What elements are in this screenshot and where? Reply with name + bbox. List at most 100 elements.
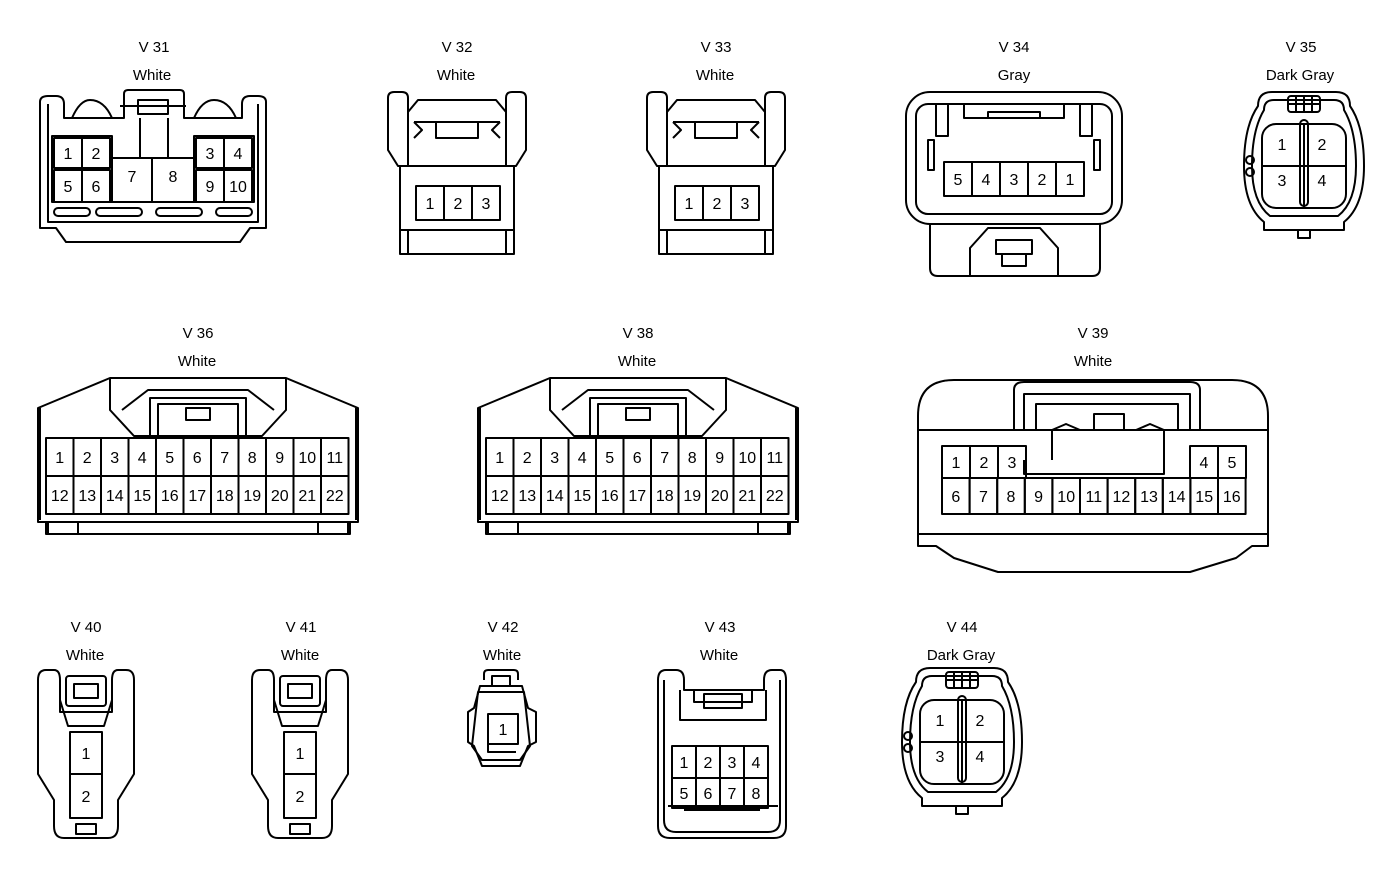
pin-label: 2 bbox=[1038, 172, 1047, 189]
pin-cell bbox=[223, 137, 253, 169]
pin-cell bbox=[1217, 477, 1247, 515]
pin-label: 2 bbox=[713, 196, 722, 213]
connector-id-label: V 36 bbox=[182, 325, 214, 342]
connector-color-label: White bbox=[617, 353, 657, 370]
pin-label: 4 bbox=[1318, 173, 1327, 190]
pin-label: 10 bbox=[1057, 489, 1075, 506]
pin-label: 1 bbox=[952, 455, 961, 472]
pin-label: 9 bbox=[275, 450, 284, 467]
pin-label: 1 bbox=[64, 146, 73, 163]
pin-label: 2 bbox=[523, 450, 532, 467]
pin-label: 3 bbox=[110, 450, 119, 467]
pin-label: 8 bbox=[248, 450, 257, 467]
pin-label: 4 bbox=[982, 172, 991, 189]
pin-label: 6 bbox=[951, 489, 960, 506]
connector-v43 bbox=[657, 669, 787, 839]
pin-label: 11 bbox=[1085, 489, 1102, 506]
pin-label: 16 bbox=[601, 488, 619, 505]
pin-label: 6 bbox=[193, 450, 202, 467]
connector-color-label: White bbox=[177, 353, 217, 370]
pin-label: 6 bbox=[704, 786, 713, 803]
pin-label: 15 bbox=[133, 488, 151, 505]
connector-color-label: White bbox=[699, 647, 739, 664]
pin-label: 21 bbox=[298, 488, 316, 505]
pin-label: 5 bbox=[680, 786, 689, 803]
pin-label: 9 bbox=[206, 179, 215, 196]
pin-label: 3 bbox=[206, 146, 215, 163]
connector-id-label: V 32 bbox=[441, 39, 473, 56]
connector-id-label: V 34 bbox=[998, 39, 1030, 56]
pin-cell bbox=[730, 185, 760, 221]
connector-v31 bbox=[39, 89, 267, 243]
pin-label: 13 bbox=[1140, 489, 1158, 506]
pin-cell bbox=[81, 137, 111, 169]
connector-v42 bbox=[467, 669, 537, 767]
pin-label: 3 bbox=[1278, 173, 1287, 190]
pin-cell bbox=[151, 157, 195, 203]
connector-color-label: Dark Gray bbox=[1265, 67, 1335, 84]
pin-label: 1 bbox=[296, 746, 305, 763]
connector-id-label: V 31 bbox=[138, 39, 170, 56]
connector-v32 bbox=[387, 91, 527, 255]
pin-cell bbox=[223, 169, 253, 203]
pin-label: 12 bbox=[491, 488, 509, 505]
pin-cell bbox=[283, 773, 317, 819]
pin-label: 4 bbox=[752, 755, 761, 772]
pin-label: 1 bbox=[82, 746, 91, 763]
pin-label: 9 bbox=[715, 450, 724, 467]
pin-label: 2 bbox=[82, 789, 91, 806]
pin-label: 7 bbox=[728, 786, 737, 803]
pin-label: 10 bbox=[738, 450, 756, 467]
pin-label: 12 bbox=[1113, 489, 1131, 506]
connector-v35 bbox=[1243, 91, 1365, 239]
connector-color-label: White bbox=[65, 647, 105, 664]
pin-label: 18 bbox=[216, 488, 234, 505]
pin-label: 15 bbox=[573, 488, 591, 505]
pin-label: 15 bbox=[1195, 489, 1213, 506]
connector-color-label: White bbox=[1073, 353, 1113, 370]
pin-cell bbox=[487, 713, 519, 745]
connector-id-label: V 41 bbox=[285, 619, 317, 636]
pin-label: 4 bbox=[976, 749, 985, 766]
pin-cell bbox=[760, 475, 790, 515]
pin-cell bbox=[320, 475, 350, 515]
pin-label: 2 bbox=[83, 450, 92, 467]
connector-v41 bbox=[251, 669, 349, 839]
connector-color-label: White bbox=[695, 67, 735, 84]
pin-label: 12 bbox=[51, 488, 69, 505]
pin-cell bbox=[1055, 161, 1085, 197]
pin-label: 1 bbox=[426, 196, 435, 213]
connector-id-label: V 44 bbox=[946, 619, 978, 636]
pin-label: 13 bbox=[78, 488, 96, 505]
pin-label: 3 bbox=[936, 749, 945, 766]
connector-color-label: White bbox=[482, 647, 522, 664]
pin-label: 17 bbox=[188, 488, 206, 505]
pin-label: 5 bbox=[605, 450, 614, 467]
pin-label: 10 bbox=[229, 179, 247, 196]
pin-label: 3 bbox=[550, 450, 559, 467]
pin-label: 8 bbox=[1007, 489, 1016, 506]
connector-id-label: V 42 bbox=[487, 619, 519, 636]
connector-v39 bbox=[917, 379, 1269, 573]
pin-label: 8 bbox=[752, 786, 761, 803]
connector-id-label: V 33 bbox=[700, 39, 732, 56]
connector-v34 bbox=[905, 91, 1123, 277]
pin-label: 11 bbox=[766, 450, 783, 467]
pin-label: 22 bbox=[326, 488, 344, 505]
pin-label: 2 bbox=[92, 146, 101, 163]
pin-label: 14 bbox=[546, 488, 564, 505]
pin-label: 7 bbox=[220, 450, 229, 467]
pin-label: 1 bbox=[936, 713, 945, 730]
pin-cell bbox=[743, 777, 769, 809]
connector-color-label: White bbox=[132, 67, 172, 84]
connector-color-label: Dark Gray bbox=[926, 647, 996, 664]
pin-label: 2 bbox=[976, 713, 985, 730]
pin-label: 7 bbox=[128, 169, 137, 186]
connector-v38 bbox=[477, 377, 799, 535]
pin-label: 20 bbox=[711, 488, 729, 505]
pin-label: 2 bbox=[296, 789, 305, 806]
connector-v36 bbox=[37, 377, 359, 535]
connector-color-label: Gray bbox=[997, 67, 1031, 84]
